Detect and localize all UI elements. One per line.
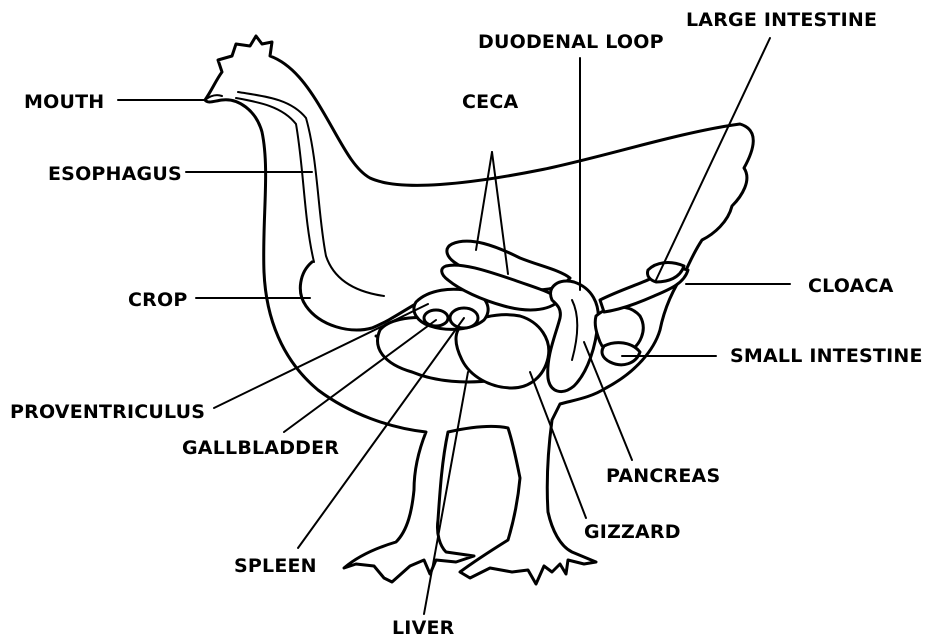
label-mouth: MOUTH <box>24 91 104 113</box>
label-spleen: SPLEEN <box>234 555 317 577</box>
leader-gizzard <box>530 372 586 518</box>
small-intestine-coil <box>602 343 640 365</box>
label-small-intestine: SMALL INTESTINE <box>730 345 923 367</box>
label-ceca: CECA <box>462 91 518 113</box>
label-proventriculus: PROVENTRICULUS <box>10 401 205 423</box>
leader-liver <box>424 372 468 614</box>
label-esophagus: ESOPHAGUS <box>48 163 182 185</box>
leader-large-intestine <box>656 38 770 280</box>
label-liver: LIVER <box>392 617 455 639</box>
label-gallbladder: GALLBLADDER <box>182 437 339 459</box>
gallbladder-organ <box>424 310 448 326</box>
duodenal-loop-organ <box>548 281 599 392</box>
label-large-intestine: LARGE INTESTINE <box>686 9 877 31</box>
leader-ceca-1 <box>476 152 492 250</box>
label-cloaca: CLOACA <box>808 275 894 297</box>
label-pancreas: PANCREAS <box>606 465 720 487</box>
label-crop: CROP <box>128 289 187 311</box>
label-gizzard: GIZZARD <box>584 521 681 543</box>
label-duodenal-loop: DUODENAL LOOP <box>478 31 664 53</box>
